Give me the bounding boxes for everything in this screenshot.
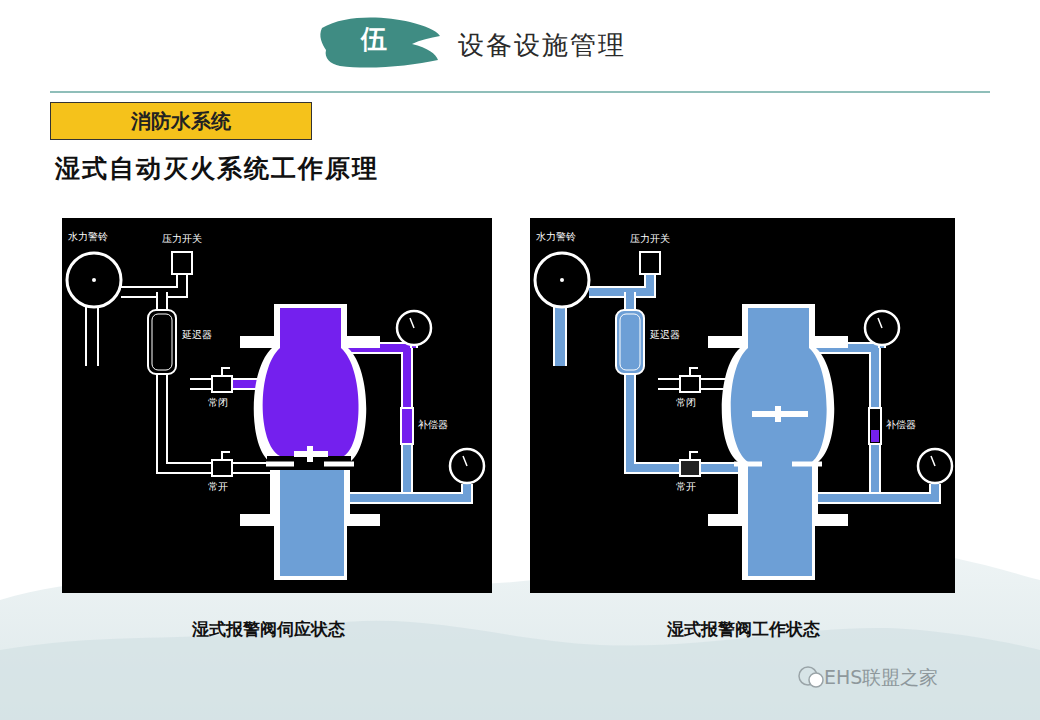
pipe: [121, 274, 182, 292]
pipe: [630, 374, 680, 468]
clapper-stem: [307, 446, 313, 462]
pipe: [87, 304, 97, 366]
closed-valve: [212, 376, 232, 392]
bell-dot: [92, 278, 96, 282]
pipe: [401, 444, 413, 498]
wechat-icon: [799, 667, 823, 687]
pressure-gauge: [918, 449, 952, 483]
pipe: [403, 444, 411, 498]
gauge-needle: [931, 456, 935, 466]
pressure-switch: [640, 252, 660, 274]
pipe: [85, 304, 99, 366]
gauge-needle: [878, 318, 882, 328]
part-label: 延迟器: [182, 328, 212, 342]
diagram-caption: 湿式报警阀伺应状态: [192, 618, 345, 641]
gauge-needle: [410, 318, 414, 328]
compensator-fill: [871, 430, 879, 442]
retard-chamber: [152, 314, 172, 370]
pipe: [812, 484, 935, 498]
pipe: [812, 484, 935, 498]
valve-handle: [222, 452, 230, 460]
part-label: 常开: [676, 480, 696, 494]
pipe: [658, 378, 680, 390]
part-label: 延迟器: [650, 328, 680, 342]
bell-dot: [560, 278, 564, 282]
watermark: EHS联盟之家: [824, 665, 938, 691]
part-label: 常闭: [208, 396, 228, 410]
water: [731, 308, 827, 576]
pipe: [344, 484, 467, 498]
pipe: [589, 274, 650, 292]
section-tag: 消防水系统: [50, 102, 312, 140]
water-alarm-bell: [535, 253, 589, 307]
part-label: 补偿器: [886, 418, 916, 432]
pressure-gauge: [397, 311, 431, 345]
valve-body: [708, 304, 848, 580]
supply-water: [280, 470, 344, 576]
node-text: 伍: [361, 22, 387, 57]
diagram-panel: [530, 218, 955, 593]
pipe: [871, 444, 879, 498]
part-label: 常闭: [676, 396, 696, 410]
compensator: [869, 408, 881, 444]
mountain-background: [0, 621, 1040, 720]
part-label: 常开: [208, 480, 228, 494]
node-text: 消防水系统: [131, 108, 231, 135]
open-valve: [680, 460, 700, 476]
valve-handle: [690, 368, 698, 376]
part-label: 水力警铃: [536, 230, 576, 244]
pipe: [190, 378, 212, 390]
pipe: [412, 346, 416, 348]
pipe: [630, 374, 680, 468]
section-number: 伍: [352, 18, 396, 61]
header-line: [50, 91, 990, 93]
valve-seat: [266, 462, 354, 467]
pipe: [121, 274, 182, 292]
valve-seat: [734, 462, 822, 467]
pipe: [878, 346, 886, 348]
retard-chamber: [616, 310, 644, 374]
part-label: 压力开关: [630, 232, 670, 246]
pipe: [658, 380, 680, 388]
slide-title: 设备设施管理: [458, 28, 626, 63]
open-valve: [212, 460, 232, 476]
pipe: [869, 444, 881, 498]
pressure-gauge: [450, 449, 484, 483]
retard-chamber: [148, 310, 176, 374]
alarm-valve: [67, 252, 484, 580]
part-label: 水力警铃: [68, 230, 108, 244]
clapper-stem: [775, 406, 781, 422]
brush-stroke: [320, 17, 440, 67]
pressurised-water: [263, 308, 359, 456]
retard-chamber: [620, 314, 640, 370]
water-alarm-bell: [67, 253, 121, 307]
valve-handle: [690, 452, 698, 460]
alarm-valve: [535, 252, 952, 580]
part-label: 补偿器: [418, 418, 448, 432]
pipe: [162, 374, 212, 468]
part-label: 压力开关: [162, 232, 202, 246]
closed-valve: [680, 376, 700, 392]
diagram-panel: [62, 218, 492, 593]
pipe: [410, 346, 418, 348]
compensator: [401, 408, 413, 444]
pipe: [553, 304, 567, 366]
section-heading: 湿式自动灭火系统工作原理: [55, 152, 379, 185]
pipe: [162, 374, 212, 468]
pressure-switch: [172, 252, 192, 274]
pressure-gauge: [865, 311, 899, 345]
pipe: [880, 346, 884, 348]
pipe: [190, 380, 212, 388]
diagram-caption: 湿式报警阀工作状态: [667, 618, 820, 641]
gauge-needle: [463, 456, 467, 466]
pipe: [589, 274, 650, 292]
pipe: [344, 484, 467, 498]
valve-body: [240, 304, 380, 580]
pipe: [555, 304, 565, 366]
valve-handle: [222, 368, 230, 376]
